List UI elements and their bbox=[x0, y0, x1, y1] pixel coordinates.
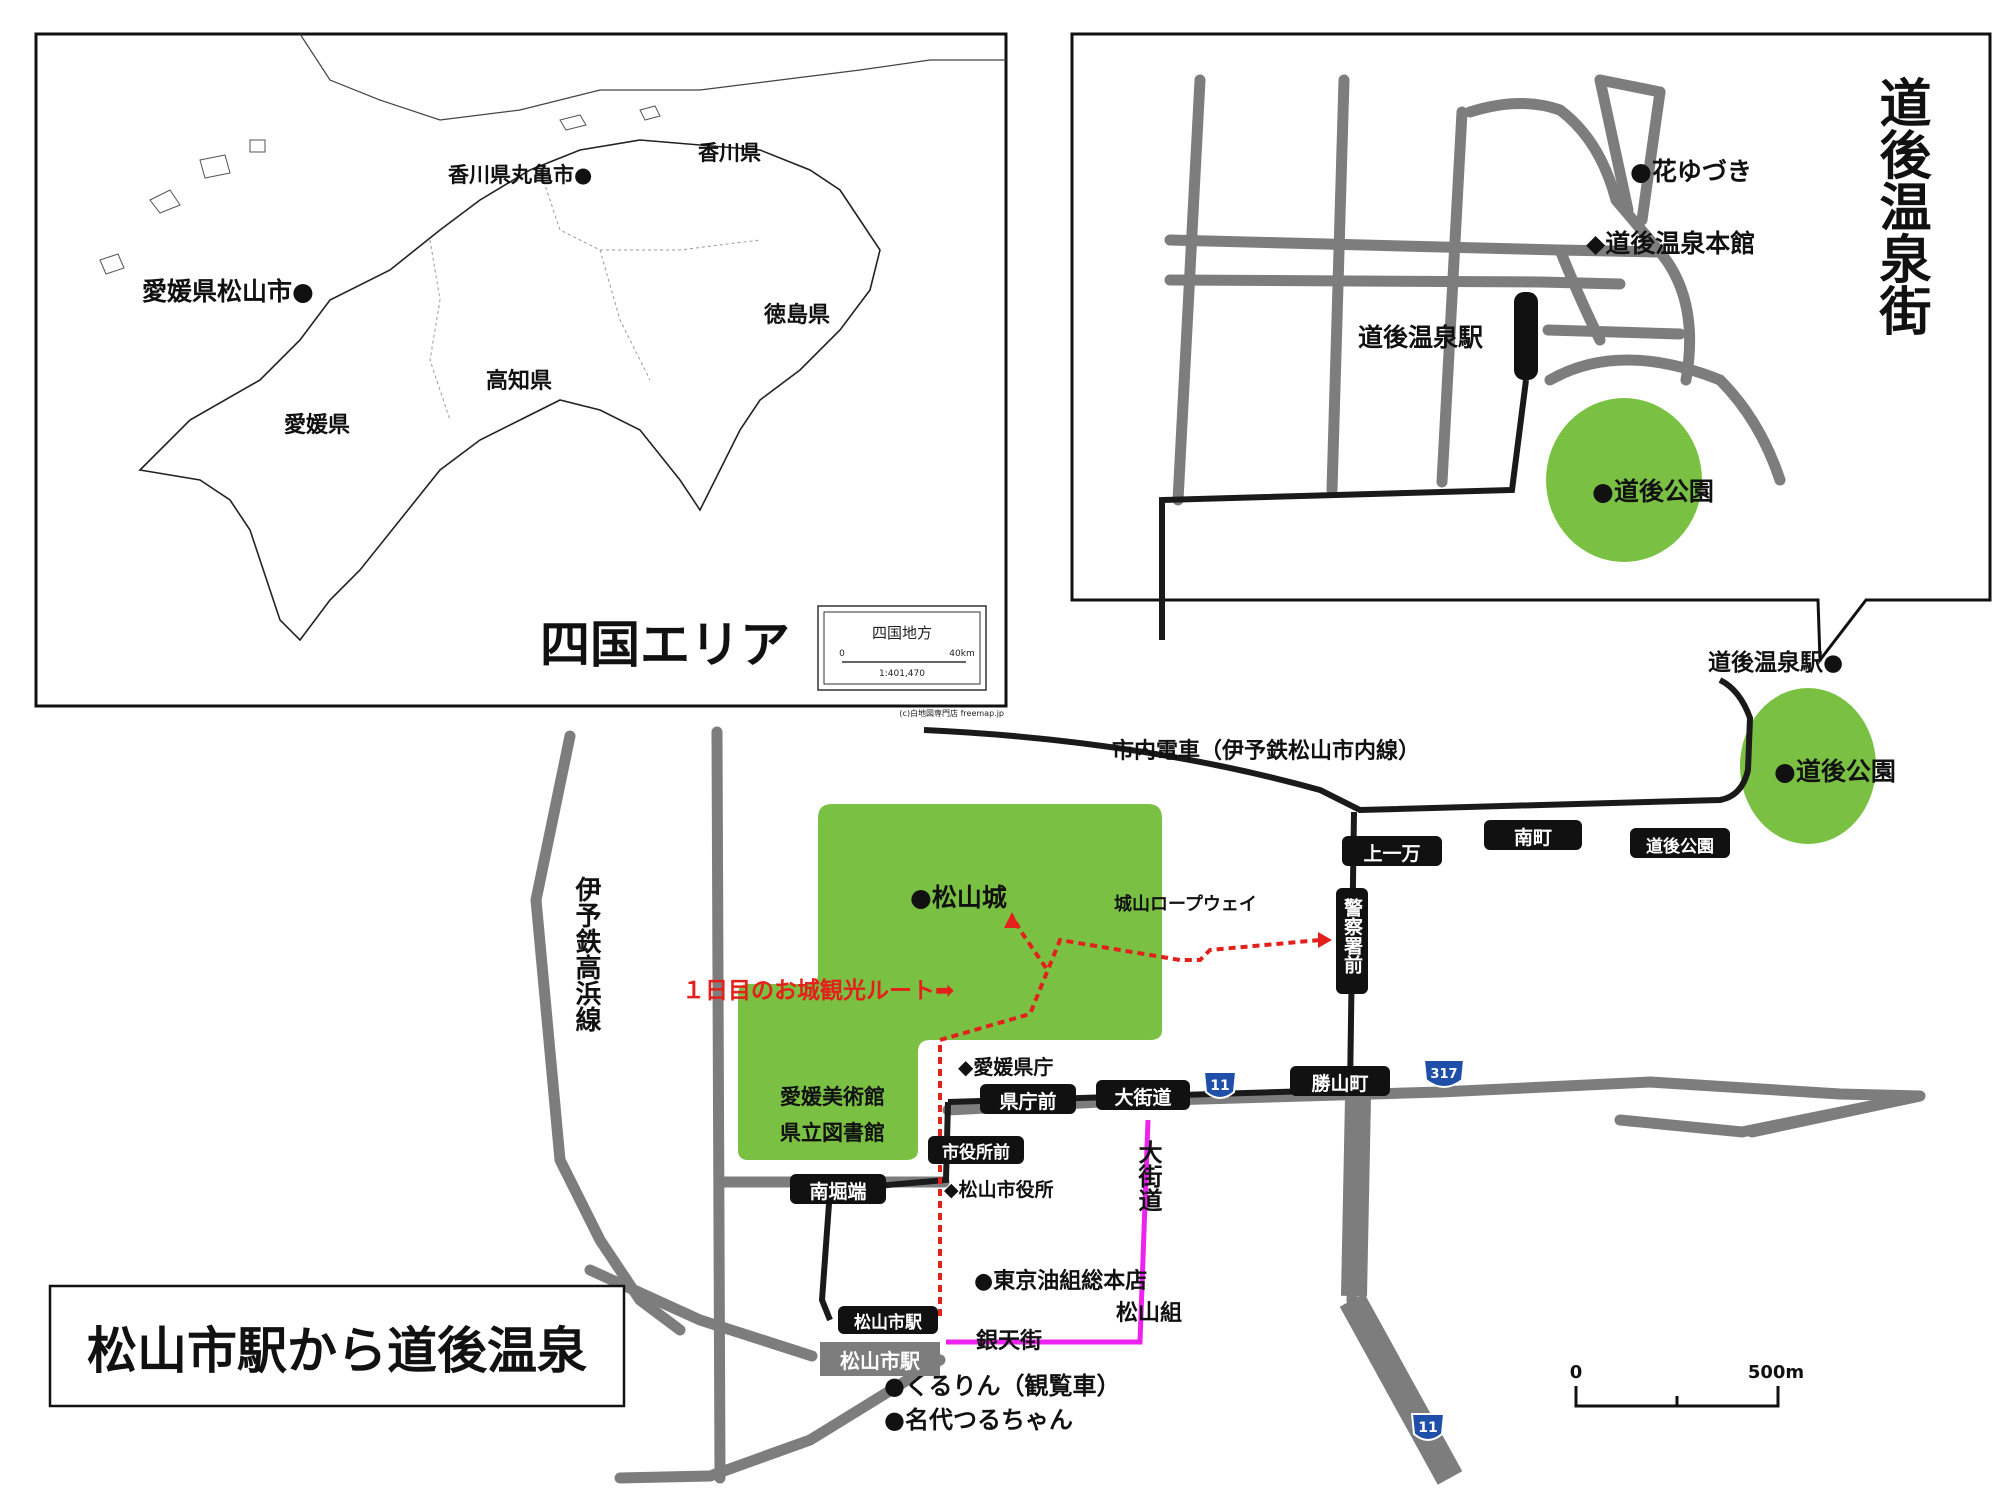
label-city-hall: ◆松山市役所 bbox=[944, 1178, 1054, 1201]
label-castle: ●松山城 bbox=[910, 883, 1007, 912]
stop-shieki-rail: 松山市駅 bbox=[840, 1349, 920, 1373]
shikoku-outline bbox=[138, 139, 881, 642]
label-abura: ●東京油組総本店 bbox=[974, 1268, 1147, 1294]
stop-minamimachi: 南町 bbox=[1514, 827, 1552, 849]
stop-kenchomae: 県庁前 bbox=[999, 1090, 1056, 1113]
scale-box-max: 40km bbox=[949, 649, 974, 659]
label-matsuyama: 愛媛県松山市● bbox=[142, 277, 314, 306]
prefecture-borders bbox=[429, 169, 761, 421]
dogo-heading: 道後温泉街 bbox=[1870, 76, 1932, 336]
dogo-label-park: ●道後公園 bbox=[1592, 477, 1714, 506]
castle-walking-route bbox=[938, 915, 1321, 1316]
label-pref-office: ◆愛媛県庁 bbox=[958, 1055, 1053, 1079]
scale-box-ratio: 1:401,470 bbox=[879, 669, 925, 679]
label-tram-line: 市内電車（伊予鉄松山市内線） bbox=[1112, 738, 1420, 764]
label-dogo-park: ●道後公園 bbox=[1774, 757, 1896, 786]
route-11-south: 11 bbox=[1418, 1420, 1437, 1436]
dogo-streets bbox=[1164, 74, 1786, 506]
label-museum: 愛媛美術館 bbox=[780, 1085, 885, 1109]
castle-park-area bbox=[738, 804, 1162, 1160]
shikoku-frame bbox=[34, 32, 1008, 708]
shikoku-inset: 香川県丸亀市● 香川県 愛媛県松山市● 徳島県 高知県 愛媛県 四国エリア 四国… bbox=[34, 32, 1008, 718]
label-iyo-line: 伊予鉄高浜線 bbox=[571, 876, 602, 1033]
dogo-label-hanayuzuki: ●花ゆづき bbox=[1630, 157, 1752, 186]
dogo-station-block bbox=[1514, 292, 1538, 380]
label-ropeway: 城山ロープウェイ bbox=[1114, 893, 1257, 915]
label-tokushima: 徳島県 bbox=[763, 302, 830, 328]
label-library: 県立図書館 bbox=[780, 1121, 885, 1145]
route-shields: 11 317 11 bbox=[1202, 1059, 1466, 1441]
page-title: 松山市駅から道後温泉 bbox=[87, 1322, 587, 1380]
dogo-tram-line bbox=[1159, 379, 1529, 640]
map-credit: (c)白地図専門店 freemap.jp bbox=[899, 708, 1004, 718]
label-kururin: ●くるりん（観覧車） bbox=[884, 1372, 1120, 1400]
label-tsuru: ●名代つるちゃん bbox=[884, 1406, 1073, 1434]
road-katsuyama-south bbox=[1341, 1097, 1371, 1297]
stop-shiyakusho: 市役所前 bbox=[942, 1142, 1010, 1163]
label-kagawa: 香川県 bbox=[698, 141, 761, 165]
mainland-coast bbox=[299, 33, 1006, 121]
shikoku-heading: 四国エリア bbox=[540, 616, 790, 674]
stop-keisatsu: 警察署前 bbox=[1341, 897, 1363, 974]
scale-zero: 0 bbox=[1570, 1362, 1583, 1383]
shikoku-scale-box: 四国地方 0 40km 1:401,470 bbox=[817, 605, 987, 691]
label-abura2: 松山組 bbox=[1116, 1300, 1182, 1326]
dogo-inset: ●花ゆづき ◆道後温泉本館 道後温泉駅 ●道後公園 道後温泉街 bbox=[1070, 32, 1992, 665]
route-317: 317 bbox=[1430, 1067, 1457, 1082]
label-marugame: 香川県丸亀市● bbox=[448, 163, 592, 187]
label-ehime: 愛媛県 bbox=[284, 412, 350, 438]
scale-box-title: 四国地方 bbox=[872, 624, 932, 642]
main-dogo-park-area bbox=[1740, 688, 1876, 844]
label-dogo-station: 道後温泉駅● bbox=[1708, 649, 1843, 676]
stop-kamiichiman: 上一万 bbox=[1363, 843, 1420, 865]
route-arrow-castle bbox=[1004, 912, 1020, 928]
stop-dogokoen: 道後公園 bbox=[1646, 836, 1714, 857]
stop-minamihoribata: 南堀端 bbox=[809, 1180, 866, 1203]
stop-okaido: 大街道 bbox=[1114, 1086, 1171, 1109]
route-arrow-ropeway bbox=[1318, 932, 1332, 948]
main-scale-bar: 0 500m bbox=[1570, 1362, 1804, 1408]
island-outlines bbox=[99, 105, 661, 275]
dogo-label-honkan: ◆道後温泉本館 bbox=[1586, 229, 1755, 258]
label-kochi: 高知県 bbox=[486, 368, 552, 394]
road-11-south bbox=[1339, 1293, 1463, 1485]
shopping-streets bbox=[946, 1119, 1151, 1345]
tram-stops: 上一万 南町 道後公園 警察署前 勝山町 大街道 県庁前 市役所前 南堀端 松山… bbox=[790, 820, 1730, 1376]
stop-katsuyama: 勝山町 bbox=[1311, 1072, 1368, 1095]
title-box: 松山市駅から道後温泉 bbox=[48, 1284, 626, 1408]
label-ginten: 銀天街 bbox=[976, 1328, 1042, 1354]
label-okaido-vertical: 大街道 bbox=[1134, 1140, 1163, 1212]
scale-max: 500m bbox=[1748, 1362, 1804, 1383]
stop-shieki-tram: 松山市駅 bbox=[854, 1312, 923, 1333]
dogo-label-station: 道後温泉駅 bbox=[1358, 323, 1483, 352]
scale-box-zero: 0 bbox=[839, 649, 845, 659]
route-11-north: 11 bbox=[1210, 1078, 1229, 1094]
dogo-park-area bbox=[1546, 398, 1702, 562]
label-route-note: １日目のお城観光ルート➡ bbox=[682, 977, 954, 1004]
main-map: 道後温泉駅● ●道後公園 市内電車（伊予鉄松山市内線） 伊予鉄高浜線 ●松山城 … bbox=[530, 649, 1926, 1485]
